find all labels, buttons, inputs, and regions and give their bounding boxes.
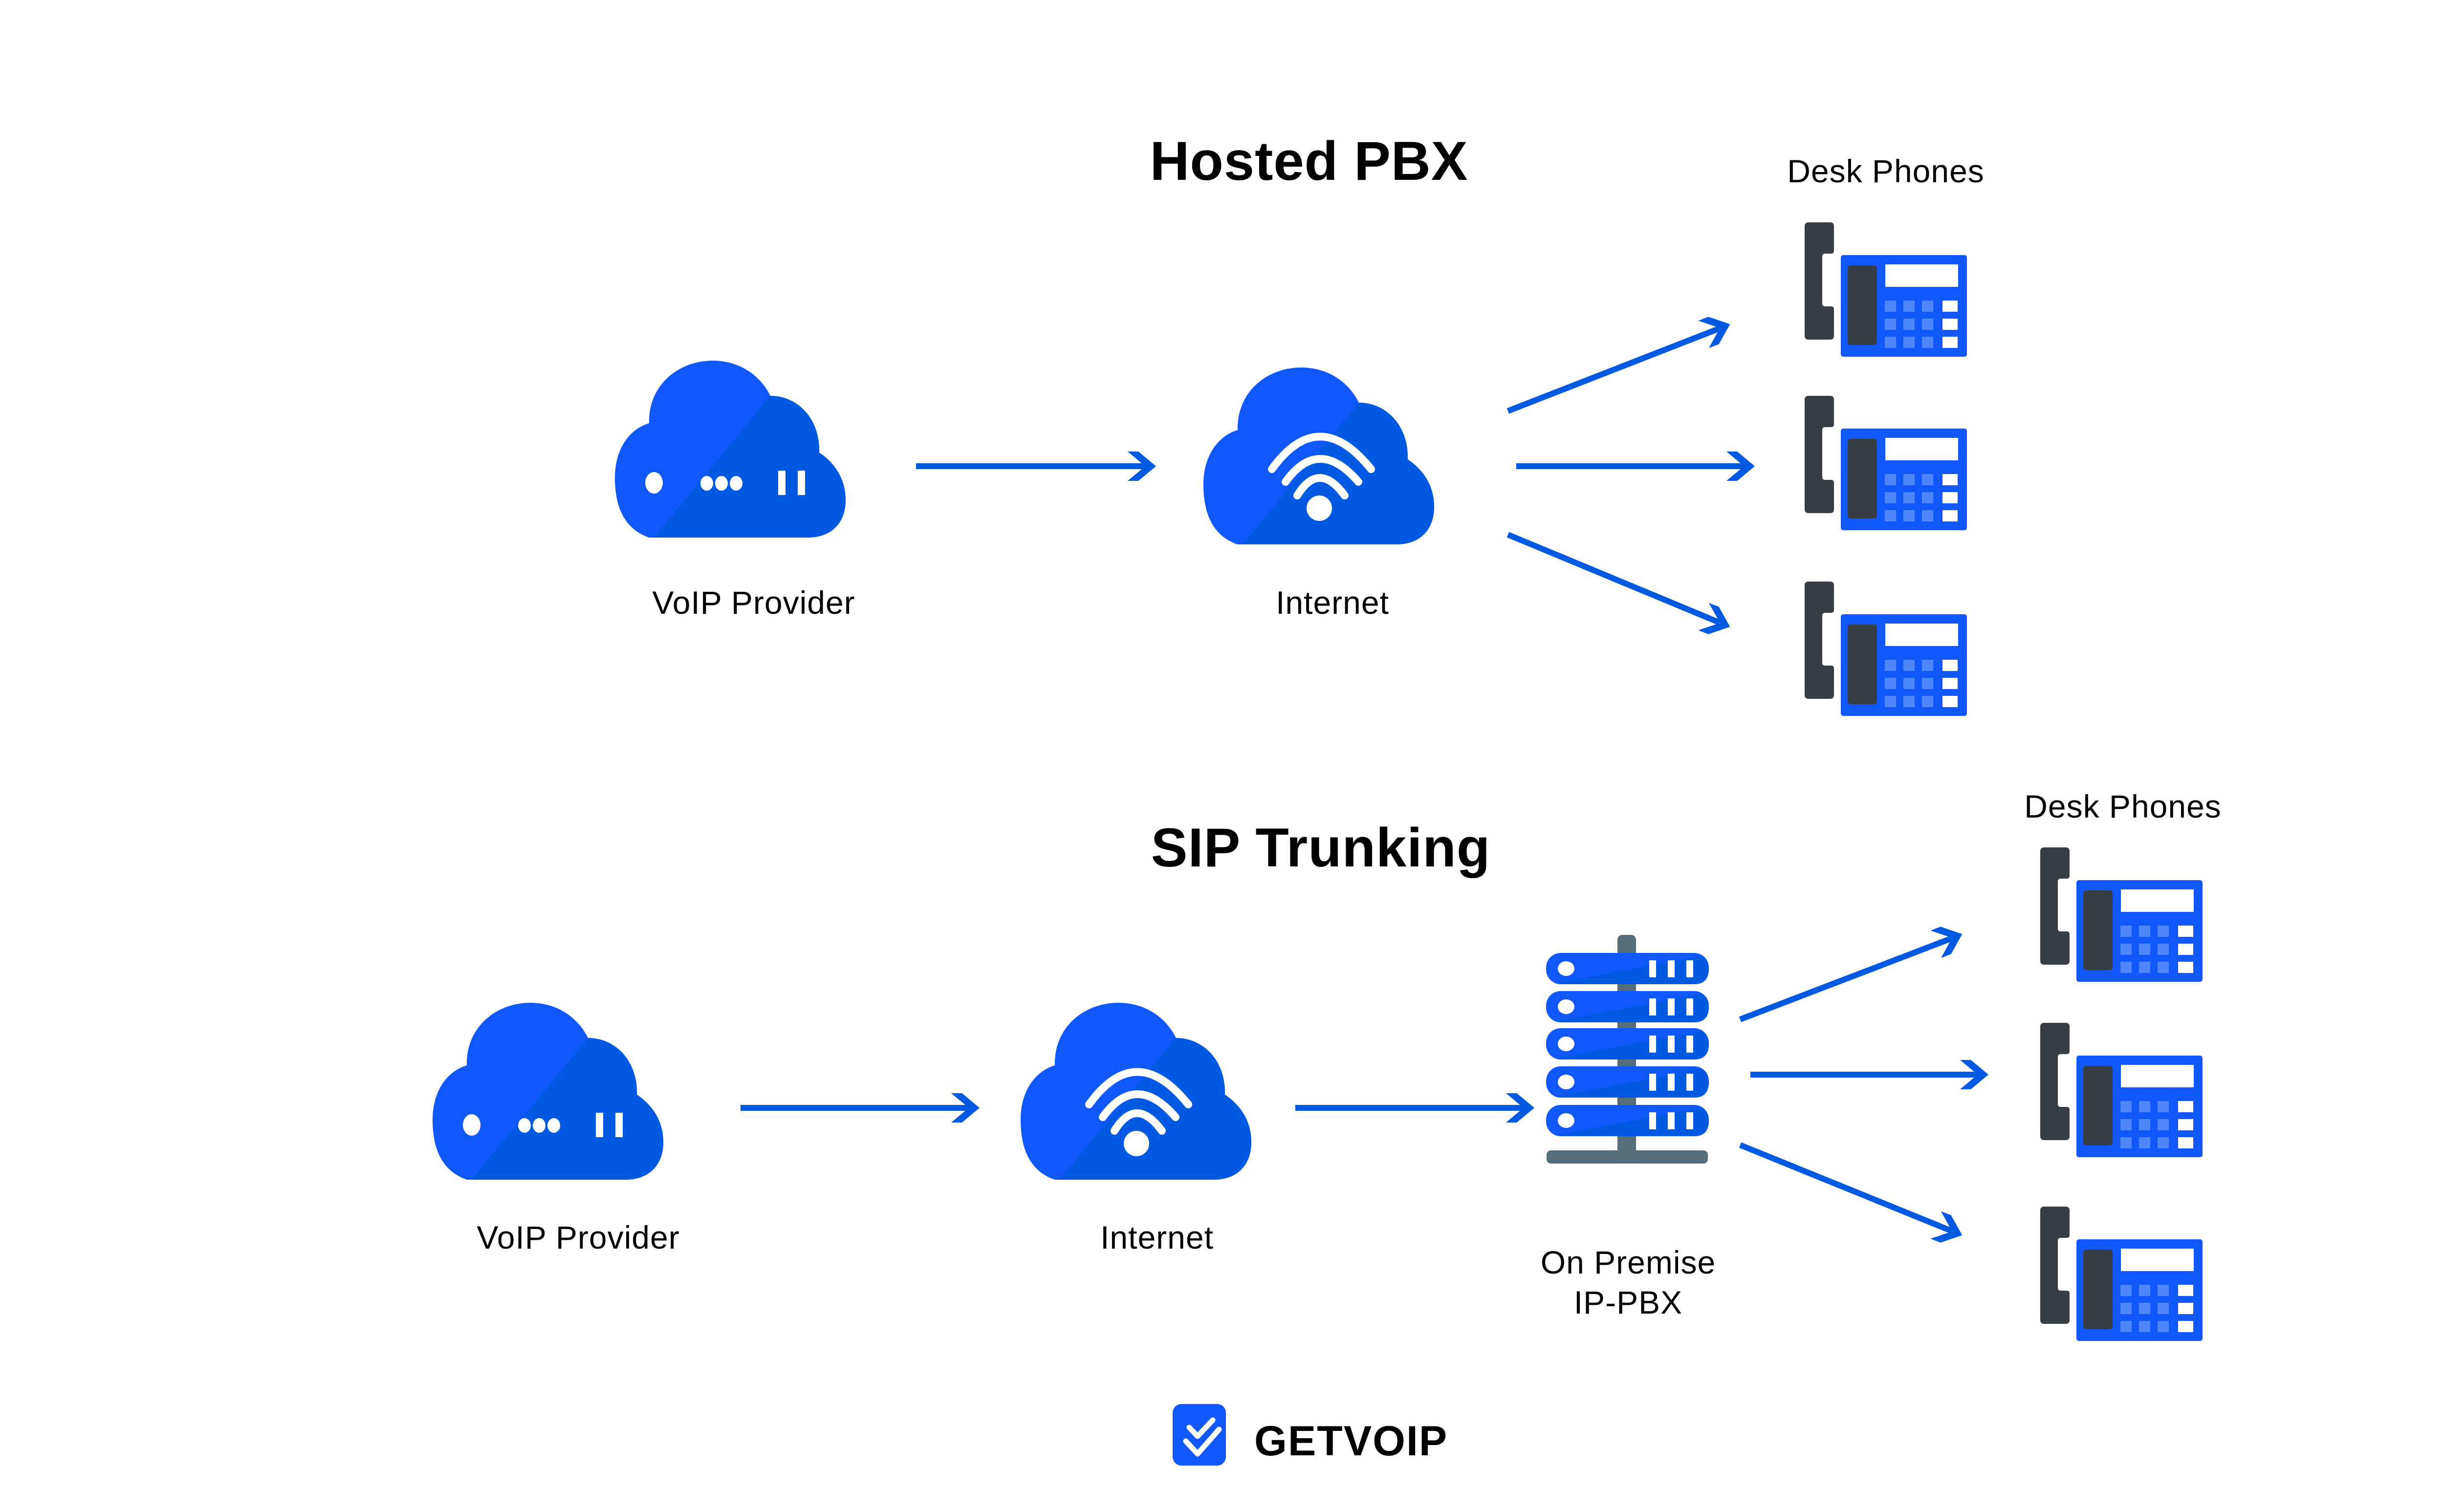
desk-phone-icon [2040,847,2203,982]
desk-phone-icon [1805,222,1967,357]
arrow-to-phone-2 [1750,1060,1988,1089]
cloud-wifi-icon [1021,1003,1251,1180]
desk-phone-icon [2040,1207,2203,1341]
section-title-hosted-pbx: Hosted PBX [1150,130,1468,192]
desk-phones-label: Desk Phones [1787,153,1985,189]
node-label-internet: Internet [1100,1219,1214,1255]
cloud-server-icon [433,1003,663,1180]
arrow-provider-to-internet [916,452,1156,481]
desk-phones-label: Desk Phones [2024,788,2222,824]
desk-phone-icon [1805,582,1967,716]
desk-phone-icon [2040,1023,2203,1157]
arrow-internet-to-pbx [1295,1093,1534,1123]
node-label-internet: Internet [1276,584,1389,621]
node-label-ip-pbx: On Premise IP-PBX [1541,1242,1716,1322]
cloud-server-icon [615,361,846,538]
node-label-voip-provider: VoIP Provider [477,1219,680,1255]
server-rack-icon [1546,935,1709,1164]
logo-text: GETVOIP [1254,1418,1448,1465]
arrow-to-phone-2 [1516,452,1755,481]
arrow-to-phone-3 [1506,532,1736,641]
node-label-voip-provider: VoIP Provider [652,584,855,621]
arrow-to-phone-1 [1739,920,1968,1022]
node-label-ip-pbx-line2: IP-PBX [1573,1284,1683,1320]
arrow-to-phone-1 [1506,310,1736,414]
cloud-wifi-icon [1203,367,1434,544]
double-check-icon [1173,1404,1226,1466]
arrow-to-phone-3 [1739,1142,1968,1249]
node-label-ip-pbx-line1: On Premise [1540,1244,1716,1280]
arrow-provider-to-internet [741,1093,980,1123]
section-title-sip-trunking: SIP Trunking [1151,817,1491,878]
desk-phone-icon [1805,396,1967,530]
